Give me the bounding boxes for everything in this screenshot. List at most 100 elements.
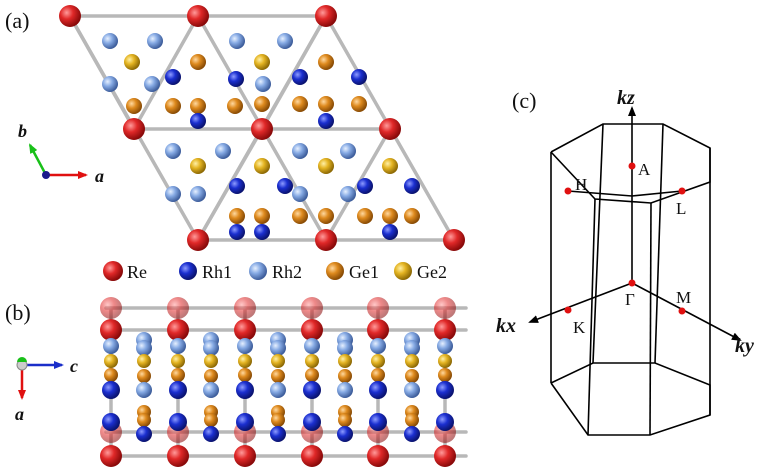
- bz-bottom-face: [550, 362, 711, 436]
- atom-rh1: [369, 413, 387, 431]
- atom-ge1: [254, 96, 270, 112]
- panel-label-b: (b): [5, 300, 31, 325]
- legend-item: Rh1: [179, 262, 232, 282]
- bz-points: [564, 162, 686, 315]
- atom-rh1: [203, 426, 219, 442]
- atom-re: [315, 5, 337, 27]
- atom-ge1: [204, 369, 218, 383]
- ky-label: ky: [735, 335, 754, 357]
- atom-ge1: [338, 413, 352, 427]
- atom-rh1: [254, 224, 270, 240]
- atom-rh1: [436, 413, 454, 431]
- atom-ge2: [405, 354, 419, 368]
- atom-rh2: [203, 340, 219, 356]
- atom-re: [301, 445, 323, 467]
- atom-rh1: [303, 381, 321, 399]
- label-A: A: [638, 160, 651, 179]
- atom-ge2: [137, 354, 151, 368]
- legend-swatch: [249, 262, 267, 280]
- atom-ge1: [238, 368, 252, 382]
- bz-edge: [592, 123, 604, 364]
- atom-ge2: [338, 354, 352, 368]
- atom-rh2: [170, 338, 186, 354]
- atom-ge1: [357, 208, 373, 224]
- axis-indicator-b: c a: [15, 356, 78, 424]
- panel-label-a: (a): [5, 8, 29, 33]
- atom-rh2: [165, 143, 181, 159]
- atom-rh1: [318, 113, 334, 129]
- atom-rh1: [270, 426, 286, 442]
- atom-ge2: [382, 158, 398, 174]
- atom-ge1: [227, 98, 243, 114]
- atom-rh1: [228, 71, 244, 87]
- atom-re: [100, 445, 122, 467]
- atom-rh2: [165, 186, 181, 202]
- brillouin-zone: [528, 106, 742, 436]
- atom-re: [301, 319, 323, 341]
- legend-label: Ge1: [349, 262, 379, 282]
- atom-rh2: [144, 76, 160, 92]
- point-Gamma: [628, 279, 636, 287]
- atom-ge1: [405, 369, 419, 383]
- axis-label-c: c: [70, 356, 78, 376]
- atom-re: [367, 319, 389, 341]
- legend-swatch: [326, 262, 344, 280]
- atom-rh2: [304, 338, 320, 354]
- atom-rh1: [165, 69, 181, 85]
- legend-label: Ge2: [417, 262, 447, 282]
- atom-ge2: [104, 354, 118, 368]
- atom-rh1: [369, 381, 387, 399]
- atom-rh2: [370, 338, 386, 354]
- atom-rh2: [229, 33, 245, 49]
- axis-label-b: b: [18, 121, 27, 141]
- atom-ge1: [171, 368, 185, 382]
- atom-ge1: [318, 54, 334, 70]
- atom-rh1: [436, 381, 454, 399]
- atom-ge1: [351, 96, 367, 112]
- legend-label: Rh2: [272, 262, 302, 282]
- bz-labels: kz kx ky A H L Γ K M: [496, 87, 754, 357]
- atom-ge1: [229, 208, 245, 224]
- atom-re: [301, 297, 323, 319]
- atom-rh2: [340, 186, 356, 202]
- atom-rh1: [303, 413, 321, 431]
- atom-ge2: [171, 354, 185, 368]
- atom-re: [167, 297, 189, 319]
- atom-rh1: [229, 178, 245, 194]
- atom-re: [234, 297, 256, 319]
- atom-rh2: [340, 143, 356, 159]
- atom-re: [234, 445, 256, 467]
- point-L: [678, 187, 686, 195]
- atom-re: [434, 445, 456, 467]
- atom-ge2: [305, 354, 319, 368]
- atom-re: [187, 229, 209, 251]
- atom-re: [315, 229, 337, 251]
- atom-ge1: [405, 413, 419, 427]
- atom-re: [379, 118, 401, 140]
- atom-rh2: [237, 338, 253, 354]
- atom-re: [234, 319, 256, 341]
- legend-item: Ge1: [326, 262, 379, 282]
- atom-re: [187, 5, 209, 27]
- atom-rh2: [404, 340, 420, 356]
- atom-ge1: [137, 413, 151, 427]
- bz-edge: [654, 123, 664, 364]
- atom-ge1: [190, 98, 206, 114]
- atom-rh1: [277, 178, 293, 194]
- atom-rh1: [337, 426, 353, 442]
- atom-rh1: [229, 224, 245, 240]
- atom-rh2: [215, 143, 231, 159]
- atom-ge1: [254, 208, 270, 224]
- atom-rh2: [147, 33, 163, 49]
- atom-re: [367, 445, 389, 467]
- atom-ge2: [190, 158, 206, 174]
- atom-rh2: [277, 33, 293, 49]
- atom-rh2: [404, 382, 420, 398]
- atom-rh1: [169, 413, 187, 431]
- atom-rh2: [255, 76, 271, 92]
- point-K: [564, 306, 572, 314]
- atom-ge1: [271, 369, 285, 383]
- atom-rh2: [102, 33, 118, 49]
- atom-ge1: [204, 413, 218, 427]
- atom-ge1: [137, 369, 151, 383]
